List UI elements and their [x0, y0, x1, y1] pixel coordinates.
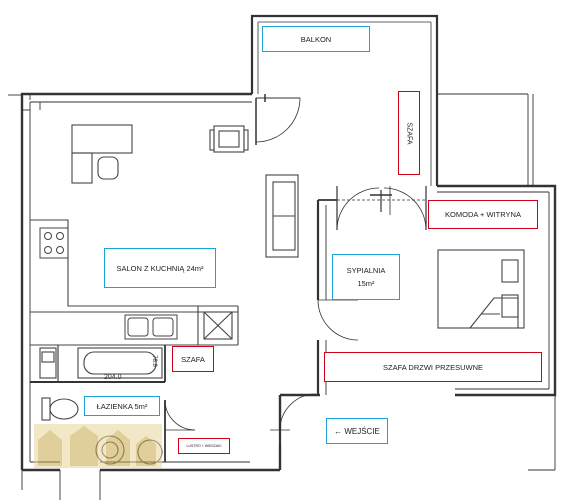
stove-icon	[39, 227, 69, 259]
room-label-sypialnia: SYPIALNIA 15m²	[332, 254, 400, 300]
furniture-label-szafa-drzwi: SZAFA DRZWI PRZESUWNE	[324, 352, 542, 382]
sofa-icon	[265, 174, 299, 258]
balcony-area	[250, 14, 439, 186]
watermark-logo	[34, 424, 162, 468]
wall-inner-lines	[8, 94, 550, 500]
bathtub-icon	[77, 347, 163, 379]
armchair-icon	[209, 125, 249, 153]
room-label-wejscie: ← WEJŚCIE	[326, 418, 388, 444]
room-label-sypialnia-area: 15m²	[357, 279, 375, 288]
kitchen-counter	[30, 219, 239, 346]
bed-icon	[437, 249, 525, 329]
room-label-sypialnia-name: SYPIALNIA	[346, 266, 386, 275]
furniture-label-komoda: KOMODA + WITRYNA	[428, 200, 538, 229]
right-frame	[437, 93, 556, 471]
furniture-label-szafa-balkon-text: SZAFA	[405, 121, 413, 145]
balcony-door	[255, 94, 301, 145]
bathroom-door	[164, 399, 196, 431]
entrance-door	[270, 393, 317, 445]
sink-icon	[124, 314, 178, 340]
partition-walls	[316, 186, 427, 395]
washer-icon	[39, 347, 57, 379]
bathroom-walls	[30, 345, 166, 462]
furniture-label-small: LUSTRO + WIESZAKI	[178, 438, 230, 454]
exterior-walls	[20, 92, 557, 472]
room-label-balkon: BALKON	[262, 26, 370, 52]
room-label-salon: SALON Z KUCHNIĄ 24m²	[104, 248, 216, 288]
furniture-label-szafa-lazienka: SZAFA	[172, 346, 214, 372]
furniture-label-szafa-balkon: SZAFA	[398, 91, 420, 175]
toilet-icon	[41, 397, 79, 421]
room-label-lazienka: ŁAZIENKA 5m²	[84, 396, 160, 416]
bathtub-length-text: 204.0	[104, 374, 122, 381]
bathtub-width-text: 78.8	[150, 355, 157, 367]
dining-table-icon	[71, 124, 133, 184]
